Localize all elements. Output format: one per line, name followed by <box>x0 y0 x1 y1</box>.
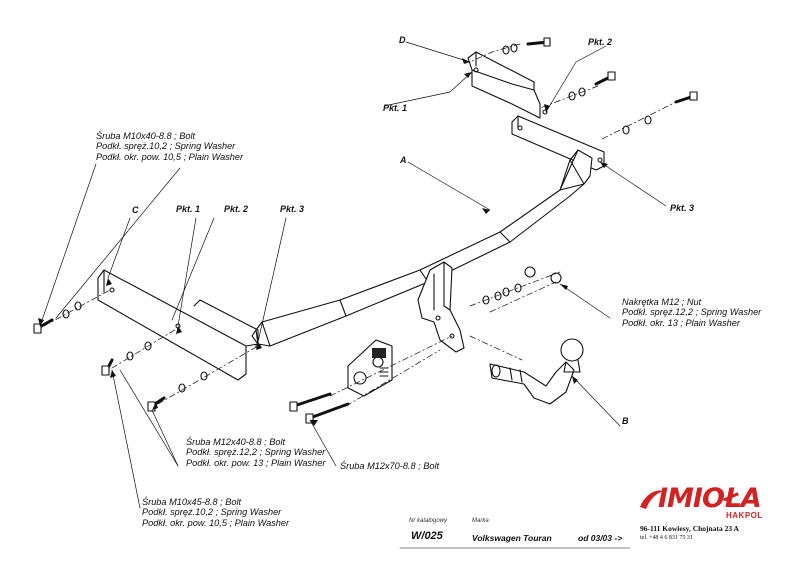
bracket-c <box>97 269 261 381</box>
note-nut: Nakrętka M12 ; Nut Podkł. spręż.12,2 ; S… <box>622 297 762 328</box>
label-pkt2-left: Pkt. 2 <box>224 204 249 214</box>
company-phone: tel. +48 4 6 831 75 31 <box>640 535 693 541</box>
bracket-d <box>467 51 548 119</box>
vehicle-model: Volkswagen Touran <box>472 533 552 543</box>
catalog-number: W/025 <box>411 530 443 542</box>
assembly-axes <box>43 43 681 407</box>
leader-arrows <box>38 58 608 426</box>
label-pkt2-top: Pkt. 2 <box>588 37 613 47</box>
company-logo: IMIOŁA HAKPOL <box>634 483 770 520</box>
tow-ball-b <box>489 338 584 405</box>
label-a: A <box>400 155 407 165</box>
note-m12x40: Śruba M12x40-8.8 ; Bolt Podkł. spręż.12,… <box>186 437 326 468</box>
label-pkt3-right: Pkt. 3 <box>670 203 695 213</box>
production-date: od 03/03 -> <box>578 533 623 543</box>
make-label: Marka <box>472 518 489 524</box>
label-pkt1-left: Pkt. 1 <box>176 204 201 214</box>
catalog-label: Nr katalogowy <box>409 518 448 524</box>
label-pkt3-left: Pkt. 3 <box>280 204 305 214</box>
logo-subtitle: HAKPOL <box>726 511 763 520</box>
center-mount-plate <box>417 261 465 353</box>
note-m10x40: Śruba M10x40-8.8 ; Bolt Podkł. spręż.10,… <box>96 131 244 162</box>
label-b: B <box>622 416 629 426</box>
leader-lines <box>39 41 667 509</box>
logo-swoosh-icon <box>640 490 664 509</box>
label-c: C <box>132 205 139 215</box>
company-address: 96-111 Kowiesy, Chojnata 23 A <box>640 524 739 533</box>
note-m10x45: Śruba M10x45-8.8 ; Bolt Podkł. spręż.10,… <box>142 497 290 528</box>
label-pkt1-top: Pkt. 1 <box>383 103 408 113</box>
socket-plate <box>347 339 393 397</box>
logo-text: IMIOŁA <box>658 483 762 514</box>
note-m12x70: Śruba M12x70-8.8 ; Bolt <box>340 461 440 471</box>
label-d: D <box>399 35 406 45</box>
bolts-and-washers <box>33 37 698 424</box>
